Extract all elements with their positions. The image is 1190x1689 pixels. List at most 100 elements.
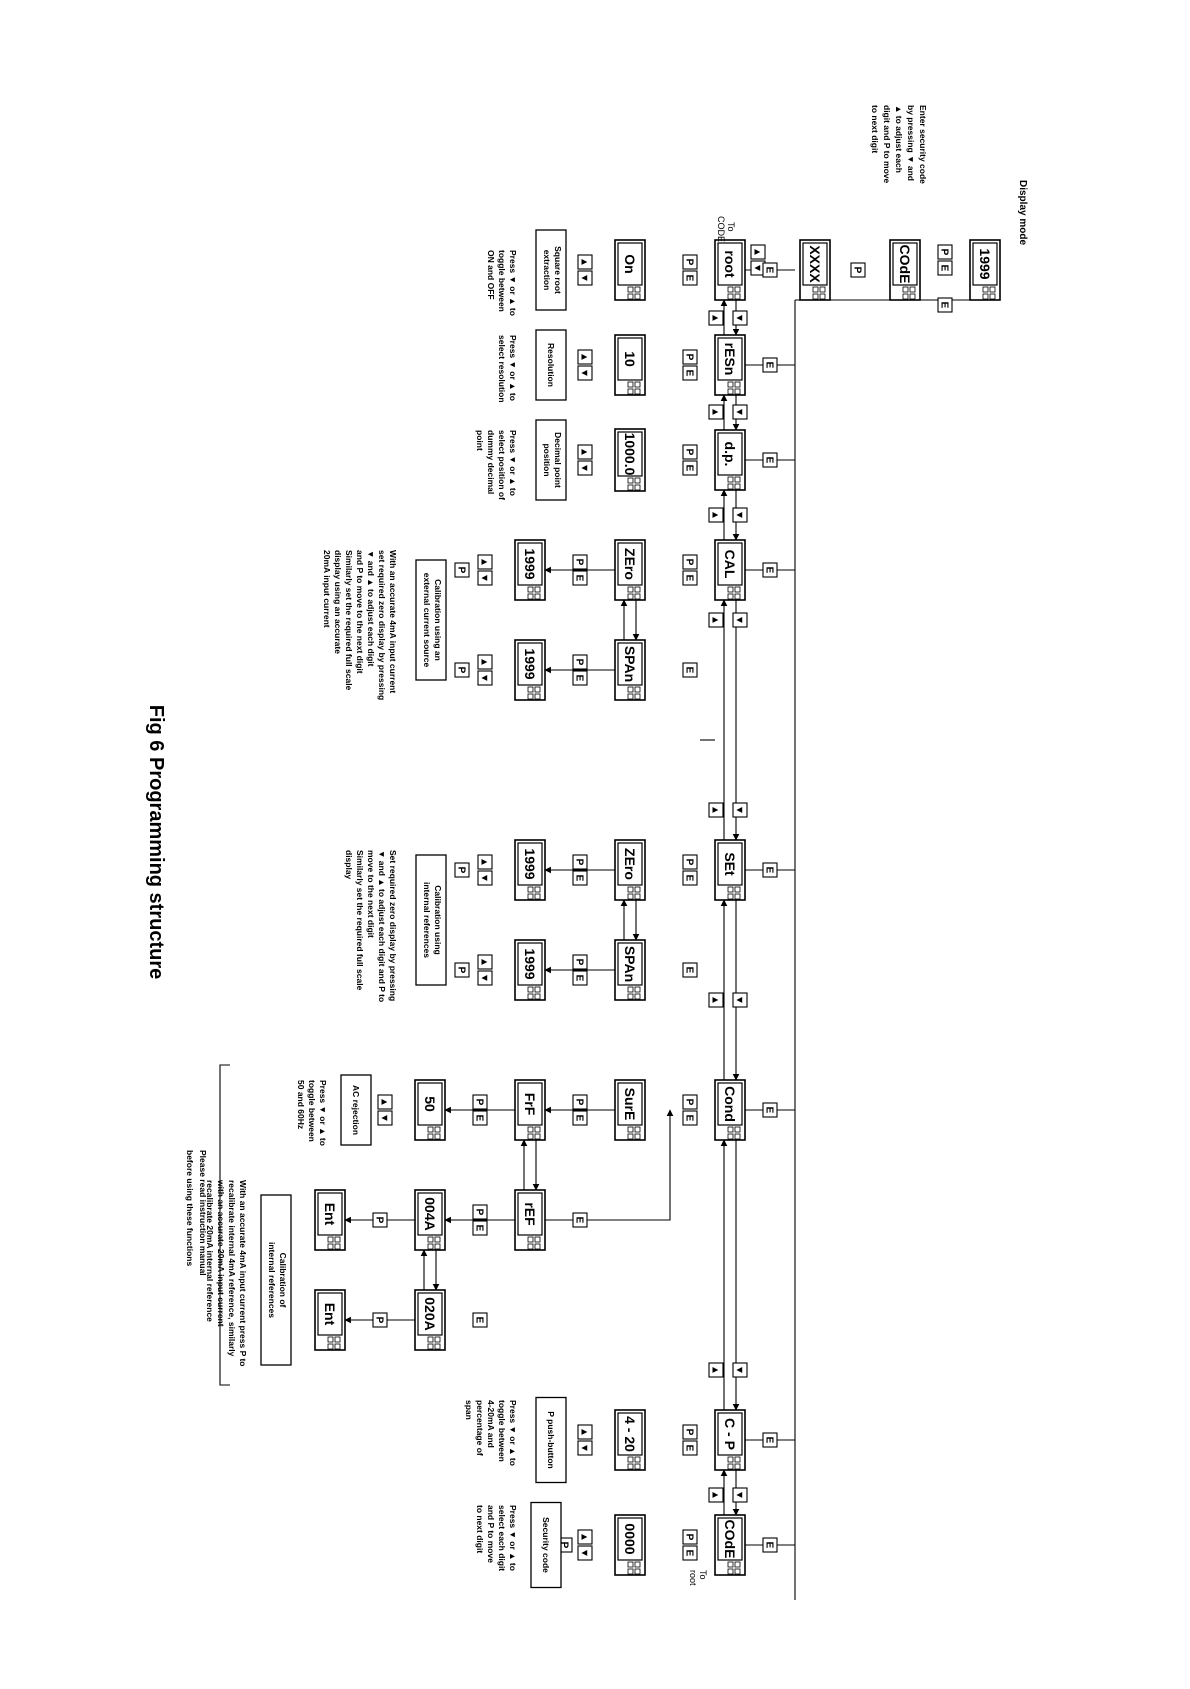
cp-down-button[interactable]: ▼ bbox=[577, 1440, 593, 1456]
cond-004-display[interactable]: 004A bbox=[414, 1189, 446, 1251]
mode-e-button[interactable]: E bbox=[937, 260, 953, 276]
cal-zero-down-button[interactable]: ▼ bbox=[477, 570, 493, 586]
menu-cal-e2-button[interactable]: E bbox=[682, 570, 698, 586]
menu-code-p-button[interactable]: P bbox=[682, 1529, 698, 1545]
menu-cal-display[interactable]: CAL bbox=[714, 539, 746, 601]
nav-cp-up-button[interactable]: ▲ bbox=[708, 1362, 724, 1378]
menu-resn-p-button[interactable]: P bbox=[682, 349, 698, 365]
cal-span-p2-button[interactable]: P bbox=[454, 662, 470, 678]
dp-up-button[interactable]: ▲ bbox=[577, 444, 593, 460]
set-zero-up-button[interactable]: ▲ bbox=[477, 854, 493, 870]
display-mode-display[interactable]: 1999 bbox=[969, 239, 1001, 301]
menu-cp-e-button[interactable]: E bbox=[762, 1432, 778, 1448]
cond-frf-up-button[interactable]: ▲ bbox=[377, 1094, 393, 1110]
nav-resn-down-button[interactable]: ▼ bbox=[732, 404, 748, 420]
menu-cp-display[interactable]: C - P bbox=[714, 1409, 746, 1471]
set-zero-down-button[interactable]: ▼ bbox=[477, 870, 493, 886]
menu-resn-display[interactable]: rESn bbox=[714, 334, 746, 396]
nav-resn-up-button[interactable]: ▲ bbox=[708, 404, 724, 420]
cal-zero-p2-button[interactable]: P bbox=[454, 562, 470, 578]
resn-value-display[interactable]: 10 bbox=[614, 334, 646, 396]
root-value-display[interactable]: On bbox=[614, 239, 646, 301]
dp-value-display[interactable]: 1000.0 bbox=[614, 428, 646, 492]
set-zero-e-button[interactable]: E bbox=[572, 870, 588, 886]
root-down-button[interactable]: ▼ bbox=[577, 270, 593, 286]
menu-set-display[interactable]: SEt bbox=[714, 839, 746, 901]
cond-020-p-button[interactable]: P bbox=[372, 1312, 388, 1328]
nav-root-down-button[interactable]: ▼ bbox=[732, 310, 748, 326]
set-zero-p-button[interactable]: P bbox=[572, 854, 588, 870]
cal-span-display[interactable]: SPAn bbox=[614, 639, 646, 701]
cond-frf-down-button[interactable]: ▼ bbox=[377, 1110, 393, 1126]
nav-cal-down-button[interactable]: ▼ bbox=[732, 612, 748, 628]
menu-resn-e-button[interactable]: E bbox=[762, 357, 778, 373]
nav-code-down-button[interactable]: ▼ bbox=[732, 1487, 748, 1503]
cond-frf-value-display[interactable]: 50 bbox=[414, 1079, 446, 1141]
cond-frf-e-button[interactable]: E bbox=[472, 1110, 488, 1126]
cal-zero-up-button[interactable]: ▲ bbox=[477, 554, 493, 570]
nav-root-up-button[interactable]: ▲ bbox=[708, 310, 724, 326]
cal-span-p-button[interactable]: P bbox=[572, 654, 588, 670]
menu-set-p-button[interactable]: P bbox=[682, 854, 698, 870]
dp-down-button[interactable]: ▼ bbox=[577, 460, 593, 476]
cal-span-down-button[interactable]: ▼ bbox=[477, 670, 493, 686]
nav-set-up-button[interactable]: ▲ bbox=[708, 802, 724, 818]
cal-span-e-button[interactable]: E bbox=[572, 670, 588, 686]
menu-dp-display[interactable]: d.p. bbox=[714, 429, 746, 491]
root-up-button[interactable]: ▲ bbox=[577, 254, 593, 270]
cond-ent2-display[interactable]: Ent bbox=[314, 1289, 346, 1351]
cond-surf-display[interactable]: SurE bbox=[614, 1079, 646, 1141]
cond-020-display[interactable]: 020A bbox=[414, 1289, 446, 1351]
set-span-down-button[interactable]: ▼ bbox=[477, 970, 493, 986]
cal-zero-display[interactable]: ZEro bbox=[614, 539, 646, 601]
set-span-e2-button[interactable]: E bbox=[682, 962, 698, 978]
cal-span-up-button[interactable]: ▲ bbox=[477, 654, 493, 670]
nav-code-up-button[interactable]: ▲ bbox=[708, 1487, 724, 1503]
cond-surf-e-button[interactable]: E bbox=[572, 1110, 588, 1126]
cond-004-p-button[interactable]: P bbox=[372, 1212, 388, 1228]
cal-zero-p-button[interactable]: P bbox=[572, 554, 588, 570]
menu-root-e2-button[interactable]: E bbox=[682, 270, 698, 286]
nav-cp-down-button[interactable]: ▼ bbox=[732, 1362, 748, 1378]
cond-surf-p-button[interactable]: P bbox=[572, 1094, 588, 1110]
menu-set-e2-button[interactable]: E bbox=[682, 870, 698, 886]
cal-span-e2-button[interactable]: E bbox=[682, 662, 698, 678]
menu-root-p-button[interactable]: P bbox=[682, 254, 698, 270]
cond-ref-p-button[interactable]: P bbox=[472, 1204, 488, 1220]
menu-code-display[interactable]: COdE bbox=[714, 1514, 746, 1576]
code-p-button[interactable]: P bbox=[850, 262, 866, 278]
set-span-p-button[interactable]: P bbox=[572, 954, 588, 970]
cond-ref-e-button[interactable]: E bbox=[572, 1212, 588, 1228]
mode-p-button[interactable]: P bbox=[937, 244, 953, 260]
menu-cal-e-button[interactable]: E bbox=[762, 562, 778, 578]
set-zero-display[interactable]: ZEro bbox=[614, 839, 646, 901]
cp-value-display[interactable]: 4 - 20 bbox=[614, 1409, 646, 1471]
menu-cond-e2-button[interactable]: E bbox=[682, 1110, 698, 1126]
menu-cal-p-button[interactable]: P bbox=[682, 554, 698, 570]
menu-cp-e2-button[interactable]: E bbox=[682, 1440, 698, 1456]
set-zero-p2-button[interactable]: P bbox=[454, 862, 470, 878]
cond-frf-display[interactable]: FrF bbox=[514, 1079, 546, 1141]
cond-020-e-button[interactable]: E bbox=[472, 1312, 488, 1328]
cal-zero-e-button[interactable]: E bbox=[572, 570, 588, 586]
menu-code-e-button[interactable]: E bbox=[762, 1537, 778, 1553]
menu-root-display[interactable]: root bbox=[714, 239, 746, 301]
menu-resn-e2-button[interactable]: E bbox=[682, 365, 698, 381]
cal-span-value-display[interactable]: 1999 bbox=[514, 639, 546, 701]
set-zero-value-display[interactable]: 1999 bbox=[514, 839, 546, 901]
menu-set-e-button[interactable]: E bbox=[762, 862, 778, 878]
menu-root-e-button[interactable]: E bbox=[762, 262, 778, 278]
menu-cp-p-button[interactable]: P bbox=[682, 1424, 698, 1440]
cp-up-button[interactable]: ▲ bbox=[577, 1424, 593, 1440]
set-span-display[interactable]: SPAn bbox=[614, 939, 646, 1001]
code-display[interactable]: COdE bbox=[889, 239, 921, 301]
nav-dp-up-button[interactable]: ▲ bbox=[708, 507, 724, 523]
nav-dp-down-button[interactable]: ▼ bbox=[732, 507, 748, 523]
set-span-p2-button[interactable]: P bbox=[454, 962, 470, 978]
set-span-value-display[interactable]: 1999 bbox=[514, 939, 546, 1001]
menu-dp-e-button[interactable]: E bbox=[762, 452, 778, 468]
cal-zero-value-display[interactable]: 1999 bbox=[514, 539, 546, 601]
nav-cond-down-button[interactable]: ▼ bbox=[732, 992, 748, 1008]
code-value-display[interactable]: 0000 bbox=[614, 1514, 646, 1576]
cond-ref-e2-button[interactable]: E bbox=[472, 1220, 488, 1236]
